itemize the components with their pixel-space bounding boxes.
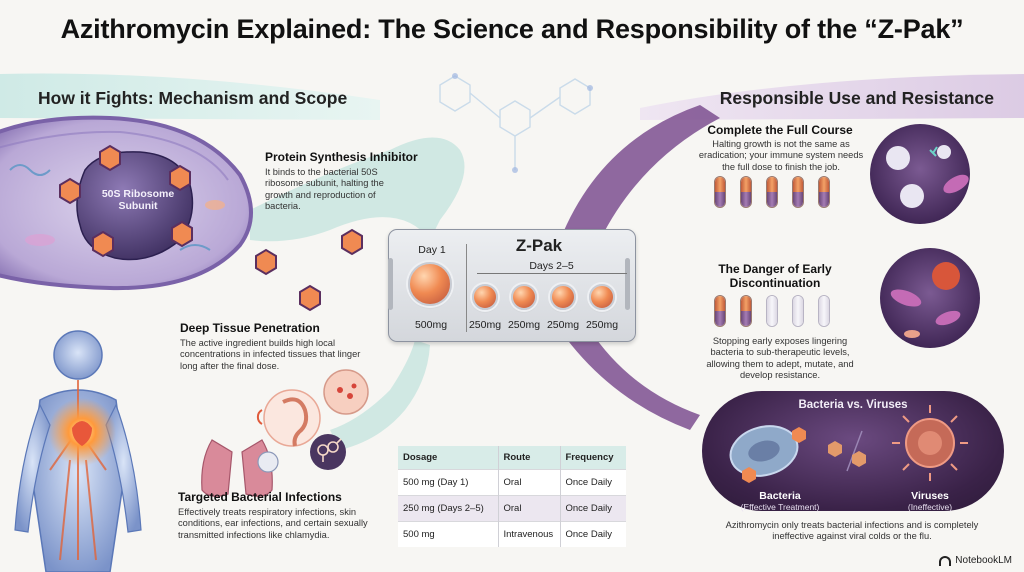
days-underline <box>477 273 627 274</box>
bvv-caption: Azithromycin only treats bacterial infec… <box>725 520 979 542</box>
penetration-heading: Deep Tissue Penetration <box>180 321 320 335</box>
day5-pill <box>589 284 615 310</box>
bvv-title: Bacteria vs. Viruses <box>798 399 908 411</box>
capsule-icon <box>740 295 752 327</box>
card-slot-right <box>625 258 630 310</box>
human-body-icon <box>14 330 142 572</box>
notebooklm-logo-icon <box>939 555 952 566</box>
virus-particle-icon <box>892 405 968 481</box>
capsule-icon <box>792 176 804 208</box>
table-row: 500 mg Intravenous Once Daily <box>398 520 626 547</box>
day3-dose: 250mg <box>507 319 541 331</box>
empty-capsule-icon <box>818 295 830 327</box>
table-row: 250 mg (Days 2–5) Oral Once Daily <box>398 494 626 521</box>
table-cell: Once Daily <box>559 520 626 547</box>
infections-body: Effectively treats respiratory infection… <box>178 507 368 540</box>
gender-symbols-icon <box>310 434 346 470</box>
table-cell: Once Daily <box>559 494 626 521</box>
full-course-heading: Complete the Full Course <box>707 123 853 137</box>
day5-dose: 250mg <box>585 319 619 331</box>
zpak-title: Z-Pak <box>515 236 563 255</box>
skin-icon <box>323 369 369 415</box>
day2-pill <box>472 284 498 310</box>
virus-icon <box>880 248 980 348</box>
table-cell: Oral <box>497 468 560 495</box>
table-cell: 500 mg <box>398 520 498 547</box>
day1-pill <box>408 262 452 306</box>
dosage-table: Dosage Route Frequency 500 mg (Day 1) Or… <box>398 446 626 547</box>
empty-capsule-icon <box>792 295 804 327</box>
card-slot-left <box>388 258 393 310</box>
card-divider <box>466 244 467 332</box>
capsule-icon <box>714 295 726 327</box>
early-heading: The Danger of Early Discontinuation <box>718 262 832 291</box>
bacteria-vs-viruses-panel <box>702 391 1004 511</box>
day4-pill <box>550 284 576 310</box>
table-cell: Oral <box>497 494 560 521</box>
day3-pill <box>511 284 537 310</box>
bacteria-sublabel: (Effective Treatment) <box>740 502 820 512</box>
day1-dose: 500mg <box>414 319 448 331</box>
early-body: Stopping early exposes lingering bacteri… <box>706 336 854 380</box>
ear-icon <box>256 389 321 447</box>
table-header: Dosage <box>398 446 498 469</box>
zpak-blister-card: Z-Pak Day 1 500mg Days 2–5 250mg 250mg 2… <box>388 229 636 342</box>
footer-brand: NotebookLM <box>939 555 1012 566</box>
bacteria-label: Bacteria <box>759 490 801 502</box>
penetration-body: The active ingredient builds high local … <box>180 338 361 371</box>
day2-dose: 250mg <box>468 319 502 331</box>
capsule-icon <box>818 176 830 208</box>
table-header-row: Dosage Route Frequency <box>398 446 626 469</box>
bacterium-icon <box>729 425 806 483</box>
table-cell: 250 mg (Days 2–5) <box>398 494 498 521</box>
molecule-icon <box>59 144 363 312</box>
capsule-icon <box>714 176 726 208</box>
capsule-icon <box>766 176 778 208</box>
table-header: Frequency <box>559 446 626 469</box>
day1-label: Day 1 <box>418 244 446 256</box>
protein-heading: Protein Synthesis Inhibitor <box>265 150 418 164</box>
table-cell: Once Daily <box>559 468 626 495</box>
empty-capsule-icon <box>766 295 778 327</box>
immune-cell-icon <box>870 124 970 224</box>
lungs-icon <box>201 439 279 497</box>
infections-heading: Targeted Bacterial Infections <box>178 490 342 504</box>
viruses-sublabel: (Ineffective) <box>907 502 953 512</box>
day4-dose: 250mg <box>546 319 580 331</box>
capsule-icon <box>740 176 752 208</box>
section-title-responsible-use: Responsible Use and Resistance <box>719 88 994 108</box>
brand-name: NotebookLM <box>955 555 1012 566</box>
table-cell: 500 mg (Day 1) <box>398 468 498 495</box>
ribosome-label: 50S Ribosome Subunit <box>101 188 175 213</box>
protein-body: It binds to the bacterial 50S ribosome s… <box>265 167 384 211</box>
table-row: 500 mg (Day 1) Oral Once Daily <box>398 468 626 495</box>
viruses-label: Viruses <box>911 490 949 502</box>
bacteria-virus-illustration <box>729 405 968 483</box>
table-cell: Intravenous <box>497 520 560 547</box>
page-title: Azithromycin Explained: The Science and … <box>60 14 964 44</box>
full-course-body: Halting growth is not the same as eradic… <box>698 139 864 172</box>
table-header: Route <box>497 446 560 469</box>
days-label: Days 2–5 <box>529 260 574 272</box>
section-title-mechanism: How it Fights: Mechanism and Scope <box>38 88 348 108</box>
